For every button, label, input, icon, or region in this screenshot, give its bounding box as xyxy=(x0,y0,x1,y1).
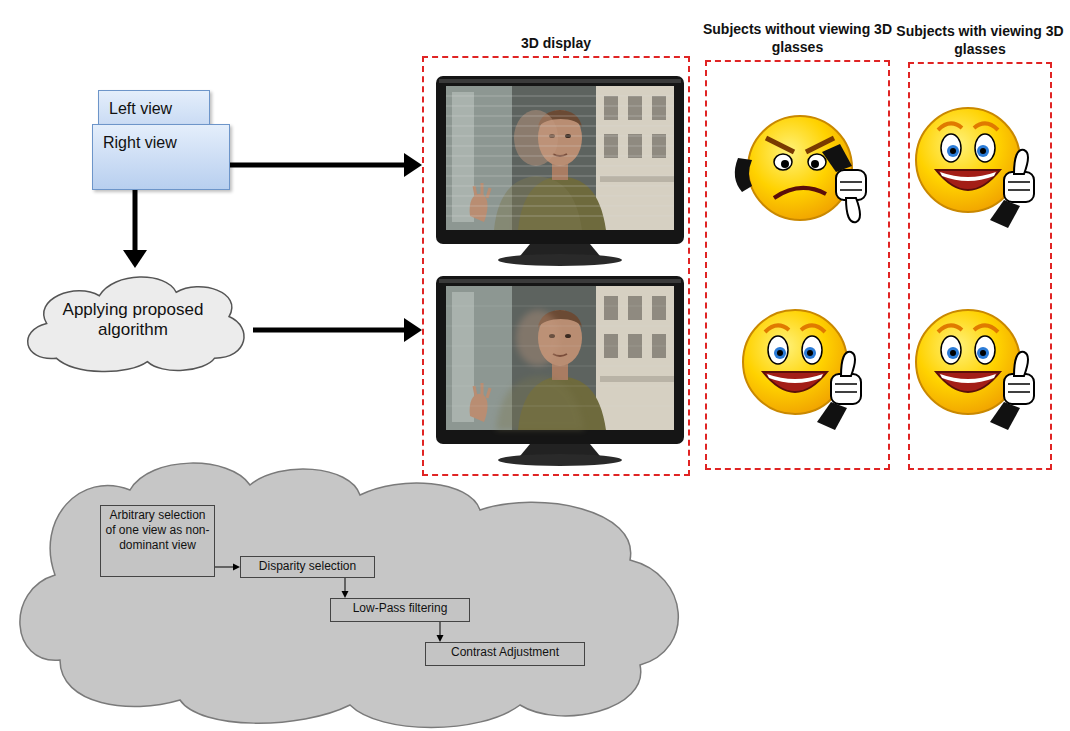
monitor-ghosted xyxy=(436,76,684,266)
arrow-shaft xyxy=(253,328,408,333)
panel-heading: Subjects with viewing 3D glasses xyxy=(896,22,1064,58)
arrow-head xyxy=(123,250,147,268)
flow-arrow xyxy=(215,564,240,571)
arrow-shaft xyxy=(345,578,346,592)
angry-face xyxy=(735,116,866,222)
box-label: Disparity selection xyxy=(245,559,370,574)
display-panel: 3D display xyxy=(422,56,690,476)
arrow-shaft xyxy=(440,622,441,636)
panel-heading: Subjects without viewing 3D glasses xyxy=(693,20,902,56)
process-box: Contrast Adjustment xyxy=(425,642,585,666)
algorithm-cloud: Applying proposed algorithm xyxy=(13,268,253,372)
box-label: Arbitrary selection of one view as non-d… xyxy=(105,508,210,553)
box-label: Right view xyxy=(103,134,219,152)
arrow-head xyxy=(437,635,444,642)
arrow-head xyxy=(404,318,422,342)
box-label: Left view xyxy=(109,100,199,118)
arrow-head xyxy=(342,591,349,598)
flow-arrow xyxy=(437,622,444,642)
box-label: Low-Pass filtering xyxy=(335,601,465,616)
monitor-processed xyxy=(436,276,684,466)
process-box: Arbitrary selection of one view as non-d… xyxy=(100,505,215,577)
arrow-shaft xyxy=(133,190,138,254)
arrow-shaft xyxy=(215,567,234,568)
box-label: Applying proposed algorithm xyxy=(59,300,207,340)
happy-face xyxy=(916,108,1034,228)
subjects-panel: Subjects with viewing 3D glasses xyxy=(908,62,1052,470)
arrow-head xyxy=(404,153,422,177)
arrow-head xyxy=(233,564,240,571)
happy-face xyxy=(743,310,861,430)
box-label: Contrast Adjustment xyxy=(430,645,580,660)
flow-arrow xyxy=(342,578,349,598)
process-box: Disparity selection xyxy=(240,556,375,578)
process-box: Low-Pass filtering xyxy=(330,598,470,622)
subjects-panel: Subjects without viewing 3D glasses xyxy=(705,60,890,470)
arrow-shaft xyxy=(230,163,408,168)
flow-arrow xyxy=(123,190,147,268)
happy-face xyxy=(916,310,1034,430)
flow-arrow xyxy=(230,153,422,177)
process-cloud xyxy=(20,463,678,727)
cloud-outline xyxy=(28,277,244,372)
view-box: Right view xyxy=(92,124,230,190)
flow-arrow xyxy=(253,318,422,342)
panel-heading: 3D display xyxy=(410,34,702,52)
